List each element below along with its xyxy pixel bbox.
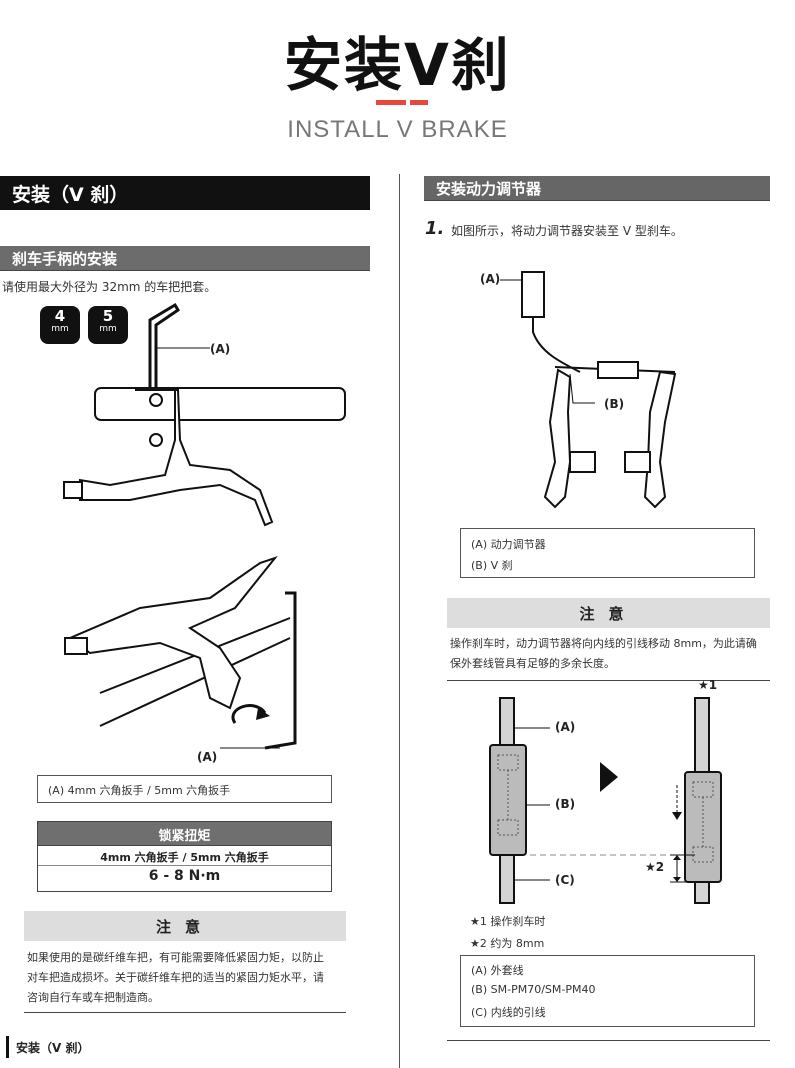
hex-5mm-icon: 5 mm bbox=[88, 306, 128, 344]
note-line: 如果使用的是碳纤维车把，有可能需要降低紧固力矩，以防止 bbox=[27, 951, 324, 964]
torque-tool: 4mm 六角扳手 / 5mm 六角扳手 bbox=[38, 846, 331, 866]
callout-a: (A) bbox=[210, 342, 231, 356]
star-note-1: ★1 操作刹车时 bbox=[470, 915, 546, 928]
intro-text: 请使用最大外径为 32mm 的车把把套。 bbox=[2, 280, 217, 294]
legend-box: (A) 动力调节器 (B) V 刹 bbox=[460, 528, 755, 578]
legend-row: (A) 4mm 六角扳手 / 5mm 六角扳手 bbox=[48, 784, 231, 797]
legend-box: (A) 外套线 (B) SM-PM70/SM-PM40 (C) 内线的引线 bbox=[460, 955, 755, 1027]
icon-unit: mm bbox=[99, 324, 117, 334]
legend-row: (A) 动力调节器 bbox=[471, 538, 546, 551]
v-brake-illustration bbox=[500, 271, 677, 509]
callout-b: (B) bbox=[604, 397, 625, 411]
page-title: 安装V刹 bbox=[284, 31, 511, 99]
legend-row: (A) 外套线 bbox=[471, 964, 524, 977]
torque-value: 6 - 8 N·m bbox=[148, 868, 221, 884]
divider bbox=[447, 1040, 770, 1041]
torque-table: 锁紧扭矩 4mm 六角扳手 / 5mm 六角扳手 6 - 8 N·m bbox=[37, 821, 332, 892]
legend-row: (C) 内线的引线 bbox=[471, 1006, 546, 1019]
step-number: 1. bbox=[425, 218, 445, 239]
left-note-text: 如果使用的是碳纤维车把，有可能需要降低紧固力矩，以防止 对车把造成损坏。关于碳纤… bbox=[27, 948, 347, 1008]
footer-marker bbox=[6, 1036, 9, 1058]
torque-header: 锁紧扭矩 bbox=[38, 822, 331, 846]
accent-bar bbox=[376, 100, 406, 105]
icon-value: 5 bbox=[102, 307, 114, 325]
divider bbox=[424, 200, 770, 201]
left-section-title: 安装（V 刹） bbox=[0, 176, 370, 210]
diagram-star2: ★2 bbox=[645, 860, 665, 874]
diagram-label-a: (A) bbox=[555, 720, 576, 734]
legend-row: (B) SM-PM70/SM-PM40 bbox=[471, 983, 596, 996]
page-subtitle: INSTALL V BRAKE bbox=[287, 116, 508, 143]
brake-lever-install-illustration bbox=[64, 555, 297, 750]
divider bbox=[447, 680, 770, 681]
left-note-title: 注意 bbox=[24, 911, 346, 941]
diagram-label-c: (C) bbox=[555, 873, 575, 887]
note-line: 咨询自行车或车把制造商。 bbox=[27, 991, 159, 1004]
right-section-title: 安装动力调节器 bbox=[424, 176, 770, 200]
divider bbox=[24, 1012, 346, 1013]
column-divider bbox=[399, 174, 400, 1068]
brake-lever-illustration bbox=[63, 302, 346, 527]
callout-a-2: (A) bbox=[197, 750, 218, 764]
footer-section: 安装（V 刹） bbox=[16, 1041, 90, 1055]
hex-4mm-icon: 4 mm bbox=[40, 306, 80, 344]
icon-value: 4 bbox=[54, 307, 66, 325]
right-note-text: 操作刹车时，动力调节器将向内线的引线移动 8mm，为此请确 保外套线管具有足够的… bbox=[450, 634, 770, 674]
step-text: 如图所示，将动力调节器安装至 V 型刹车。 bbox=[451, 224, 683, 238]
note-line: 操作刹车时，动力调节器将向内线的引线移动 8mm，为此请确 bbox=[450, 637, 757, 650]
accent-bar bbox=[410, 100, 428, 105]
diagram-star1: ★1 bbox=[698, 678, 718, 692]
cable-diagram bbox=[489, 697, 722, 904]
callout-a: (A) bbox=[480, 272, 501, 286]
legend-box: (A) 4mm 六角扳手 / 5mm 六角扳手 bbox=[37, 775, 332, 803]
legend-row: (B) V 刹 bbox=[471, 559, 513, 572]
right-note-title: 注意 bbox=[447, 598, 770, 628]
icon-unit: mm bbox=[51, 324, 69, 334]
left-subsection-title: 刹车手柄的安装 bbox=[0, 246, 370, 270]
star-note-2: ★2 约为 8mm bbox=[470, 937, 545, 950]
divider bbox=[0, 270, 370, 271]
note-line: 保外套线管具有足够的多余长度。 bbox=[450, 657, 615, 670]
diagram-label-b: (B) bbox=[555, 797, 576, 811]
note-line: 对车把造成损坏。关于碳纤维车把的适当的紧固力矩水平，请 bbox=[27, 971, 324, 984]
